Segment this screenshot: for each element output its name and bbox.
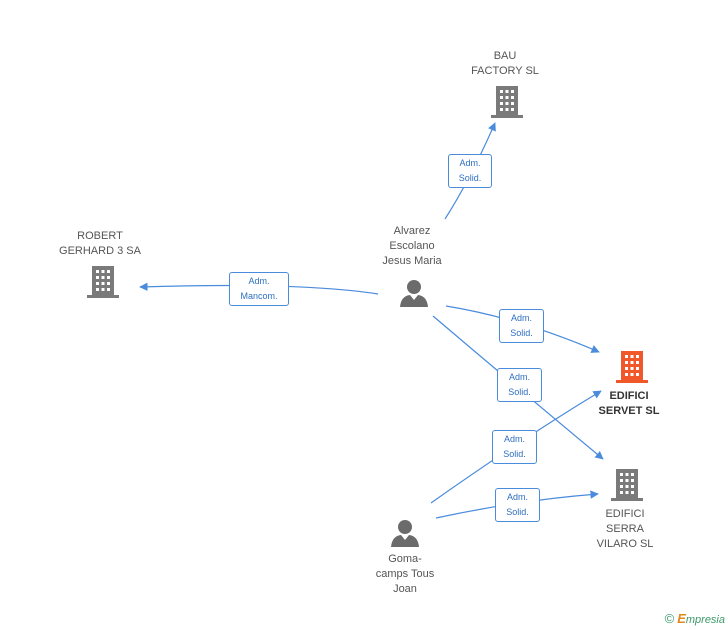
edge-label-line: Mancom. (240, 291, 278, 301)
alvarez-label-line: Jesus Maria (382, 255, 442, 267)
edge-label-goma-servet: Adm. Solid. (492, 430, 537, 464)
goma-label-line: Goma- (388, 553, 422, 565)
bau-label[interactable]: BAU FACTORY SL (455, 49, 555, 79)
edge-label-alvarez-servet: Adm. Solid. (499, 309, 544, 343)
alvarez-person-icon[interactable] (399, 278, 429, 308)
edge-label-line: Adm. (503, 434, 525, 444)
edge-label-line: Adm. (510, 313, 532, 323)
brand-initial: E (677, 611, 686, 626)
edge-label-line: Solid. (510, 328, 533, 338)
bau-label-line: BAU (493, 50, 517, 62)
brand-name: mpresia (685, 614, 725, 626)
edge-label-line: Adm. (248, 276, 270, 286)
goma-label[interactable]: Goma- camps Tous Joan (355, 552, 455, 597)
edge-label-line: Solid. (508, 387, 531, 397)
bau-building-icon[interactable] (491, 84, 523, 120)
copyright-icon: © (664, 611, 675, 626)
edge-label-line: Adm. (459, 158, 481, 168)
serra-building-icon[interactable] (611, 467, 643, 503)
servet-building-icon[interactable] (616, 349, 648, 385)
robert-label-line: GERHARD 3 SA (59, 245, 141, 257)
serra-label[interactable]: EDIFICI SERRA VILARO SL (575, 507, 675, 552)
goma-label-line: camps Tous (375, 568, 435, 580)
edge-label-line: Adm. (508, 372, 530, 382)
edge-label-line: Solid. (458, 173, 482, 183)
edge-label-alvarez-robert: Adm. Mancom. (229, 272, 289, 306)
servet-label[interactable]: EDIFICI SERVET SL (579, 389, 679, 419)
robert-building-icon[interactable] (87, 264, 119, 300)
robert-label-line: ROBERT (77, 230, 123, 242)
goma-person-icon[interactable] (390, 518, 420, 548)
servet-label-line: SERVET SL (598, 405, 660, 417)
alvarez-label-line: Alvarez (393, 225, 431, 237)
edge-label-line: Solid. (506, 507, 529, 517)
serra-label-line: VILARO SL (596, 538, 654, 550)
serra-label-line: SERRA (606, 523, 644, 535)
edge-label-line: Adm. (506, 492, 528, 502)
bau-label-line: FACTORY SL (471, 65, 539, 77)
serra-label-line: EDIFICI (605, 508, 645, 520)
edge-label-line: Solid. (503, 449, 526, 459)
edge-label-alvarez-bau: Adm. Solid. (448, 154, 492, 188)
alvarez-label-line: Escolano (389, 240, 435, 252)
edge-label-alvarez-serra: Adm. Solid. (497, 368, 542, 402)
alvarez-label[interactable]: Alvarez Escolano Jesus Maria (362, 224, 462, 269)
edge-label-goma-serra: Adm. Solid. (495, 488, 540, 522)
brand-footer[interactable]: ©Empresia (665, 611, 725, 626)
robert-label[interactable]: ROBERT GERHARD 3 SA (50, 229, 150, 259)
goma-label-line: Joan (393, 583, 417, 595)
servet-label-line: EDIFICI (609, 390, 649, 402)
